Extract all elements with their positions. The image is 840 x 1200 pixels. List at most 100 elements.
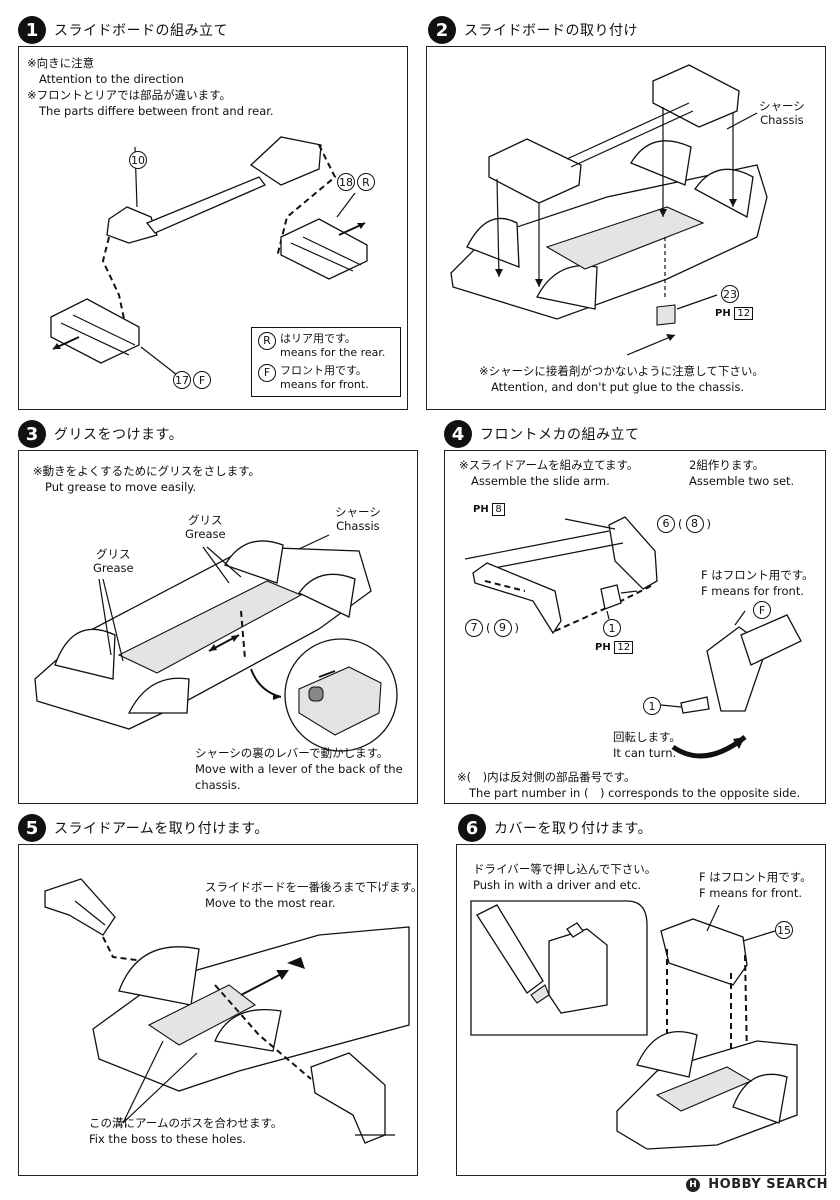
grease-jp: グリス [96, 547, 131, 561]
hobby-search-logo-icon: H [686, 1177, 701, 1192]
glue-caution: ※シャーシに接着剤がつかないように注意して下さい。 Attention, and… [479, 363, 764, 395]
step-1-panel: ※向きに注意 Attention to the direction ※フロントと… [18, 46, 408, 410]
step-number: 1 [18, 16, 46, 44]
note-en: Assemble the slide arm. [471, 474, 610, 488]
ph-size: 12 [614, 641, 634, 654]
legend-rear-jp: はリア用です。 [280, 332, 356, 345]
lever-note: シャーシの裏のレバーで動かします。 Move with a lever of t… [195, 745, 403, 793]
note-en: Fix the boss to these holes. [89, 1132, 246, 1146]
note-jp: ※動きをよくするためにグリスをさします。 [33, 464, 260, 478]
front-marker: F [193, 371, 211, 389]
note-jp: この溝にアームのボスを合わせます。 [89, 1116, 283, 1130]
cover-mount-illustration [470, 900, 798, 1150]
note-en: Move with a lever of the back of the [195, 762, 403, 776]
turn-en: It can turn. [613, 746, 677, 760]
part-number-17: 17 [173, 371, 191, 389]
chassis-en: Chassis [336, 519, 380, 533]
push-driver-note: ドライバー等で押し込んで下さい。 Push in with a driver a… [473, 861, 656, 893]
step-2-header: 2 スライドボードの取り付け [428, 16, 638, 44]
chassis-label: シャーシ Chassis [335, 505, 381, 533]
turn-jp: 回転します。 [613, 730, 681, 744]
ph-size: 12 [734, 307, 754, 320]
grease-en: Grease [93, 561, 134, 575]
front-letter: F [258, 364, 276, 382]
note-en: chassis. [195, 778, 241, 792]
legend-front-en: means for front. [280, 378, 369, 391]
note-jp: シャーシの裏のレバーで動かします。 [195, 746, 389, 760]
slide-arm-mount-illustration [44, 878, 410, 1144]
rear-front-legend: R はリア用です。means for the rear. F フロント用です。m… [251, 327, 401, 397]
f-en: F means for front. [699, 886, 803, 900]
step-5-panel: スライドボードを一番後ろまで下げます。 Move to the most rea… [18, 844, 422, 1176]
step-title: フロントメカの組み立て [480, 427, 640, 443]
slide-board-mount-illustration [450, 64, 768, 356]
rear-letter: R [258, 332, 276, 350]
step-6-header: 6 カバーを取り付けます。 [458, 814, 652, 842]
grease-note: ※動きをよくするためにグリスをさします。 Put grease to move … [33, 463, 260, 495]
note-jp: スライドボードを一番後ろまで下げます。 [205, 880, 423, 894]
ph-text: PH [715, 308, 731, 319]
legend-front-jp: フロント用です。 [280, 364, 367, 377]
fix-holes-note: この溝にアームのボスを合わせます。 Fix the boss to these … [89, 1115, 282, 1147]
grease-label-left: グリス Grease [93, 547, 134, 575]
set-jp: 2組作ります。 [689, 458, 765, 472]
f-jp: F はフロント用です。 [701, 568, 814, 582]
part-7-9-label: 7 ( 9 ) [465, 619, 519, 637]
step-title: スライドボードの組み立て [54, 23, 228, 39]
step-number: 3 [18, 420, 46, 448]
step-number: 4 [444, 420, 472, 448]
direction-note: ※向きに注意 Attention to the direction ※フロントと… [27, 55, 274, 119]
chassis-jp: シャーシ [759, 99, 805, 113]
step-title: カバーを取り付けます。 [494, 821, 653, 837]
part-number-18: 18 [337, 173, 355, 191]
note-en: The part number in ( ) corresponds to th… [469, 786, 801, 800]
ph-screw-label: PH 12 [715, 305, 754, 321]
note-jp: ※スライドアームを組み立てます。 [459, 458, 639, 472]
grease-label-right: グリス Grease [185, 513, 226, 541]
note-en: Attention, and don't put glue to the cha… [491, 380, 745, 394]
part-6-8-label: 6 ( 8 ) [657, 515, 711, 533]
part-number-23: 23 [721, 285, 739, 303]
note-en: Move to the most rear. [205, 896, 336, 910]
legend-rear-en: means for the rear. [280, 346, 386, 359]
step-title: スライドアームを取り付けます。 [54, 821, 269, 837]
note-jp: ※フロントとリアでは部品が違います。 [27, 88, 231, 102]
rear-marker: R [357, 173, 375, 191]
note-en: Push in with a driver and etc. [473, 878, 642, 892]
part-number-7: 7 [465, 619, 483, 637]
step-title: スライドボードの取り付け [464, 23, 638, 39]
watermark-text: HOBBY SEARCH [708, 1177, 828, 1192]
chassis-jp: シャーシ [335, 505, 381, 519]
step-number: 5 [18, 814, 46, 842]
ph12-label: PH 12 [595, 639, 634, 655]
watermark: H HOBBY SEARCH [686, 1177, 828, 1192]
step-6-panel: ドライバー等で押し込んで下さい。 Push in with a driver a… [456, 844, 826, 1176]
f-jp: F はフロント用です。 [699, 870, 812, 884]
step-1-header: 1 スライドボードの組み立て [18, 16, 228, 44]
part-number-6: 6 [657, 515, 675, 533]
part-number-15: 15 [775, 921, 793, 939]
step-5-header: 5 スライドアームを取り付けます。 [18, 814, 269, 842]
grease-en: Grease [185, 527, 226, 541]
front-mechanism-illustration [464, 516, 802, 759]
note-jp: ※シャーシに接着剤がつかないように注意して下さい。 [479, 364, 764, 378]
step-3-header: 3 グリスをつけます。 [18, 420, 183, 448]
note-en: Put grease to move easily. [45, 480, 197, 494]
part-number-1-assembled: 1 [643, 697, 661, 715]
step-3-panel: ※動きをよくするためにグリスをさします。 Put grease to move … [18, 450, 418, 804]
note-en: The parts differe between front and rear… [39, 104, 274, 118]
step-title: グリスをつけます。 [54, 427, 184, 443]
ph8-label: PH 8 [473, 501, 505, 517]
part-number-9: 9 [493, 619, 512, 637]
note-jp: ※向きに注意 [27, 56, 95, 70]
two-set-note: 2組作ります。 Assemble two set. [689, 457, 794, 489]
set-en: Assemble two set. [689, 474, 795, 488]
front-use-note: F はフロント用です。 F means for front. [701, 567, 814, 599]
move-rear-note: スライドボードを一番後ろまで下げます。 Move to the most rea… [205, 879, 422, 911]
front-marker: F [753, 601, 771, 619]
step-4-panel: ※スライドアームを組み立てます。 Assemble the slide arm.… [444, 450, 826, 804]
step-2-panel: シャーシ Chassis 23 PH 12 ※シャーシに接着剤がつかないように注… [426, 46, 826, 410]
ph-text: PH [473, 504, 489, 515]
chassis-en: Chassis [760, 113, 804, 127]
slide-arm-note: ※スライドアームを組み立てます。 Assemble the slide arm. [459, 457, 638, 489]
